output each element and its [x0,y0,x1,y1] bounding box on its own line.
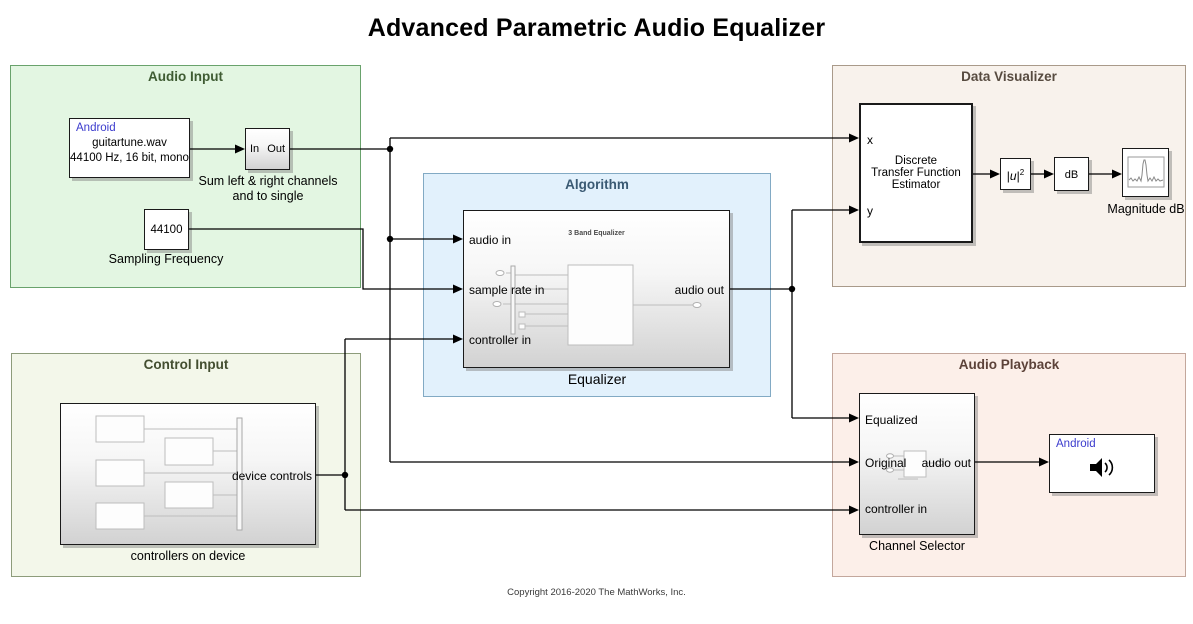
channel-selector-port-audio-out: audio out [921,456,971,470]
sampling-frequency-caption[interactable]: Sampling Frequency [108,252,224,266]
model-title: Advanced Parametric Audio Equalizer [367,14,826,42]
controllers-caption[interactable]: controllers on device [130,549,246,563]
controllers-block[interactable]: device controls [60,403,316,545]
equalizer-block[interactable]: 3 Band Equalizer audio in sample rate in… [463,210,730,368]
audio-file-name: guitartune.wav [92,137,167,149]
copyright-text: Copyright 2016-2020 The MathWorks, Inc. [507,587,686,598]
sum-port-out: Out [267,143,285,155]
spectrum-scope-block[interactable] [1122,148,1169,197]
channel-selector-port-controller-in: controller in [865,502,928,516]
android-tag-label: Android [1056,438,1096,450]
region-audio-input-title[interactable]: Audio Input [148,69,223,84]
equalizer-caption[interactable]: Equalizer [567,371,627,387]
sum-channels-block[interactable]: In Out [245,128,290,170]
region-data-visualizer-title[interactable]: Data Visualizer [961,69,1057,84]
equalizer-port-audio-out: audio out [674,283,724,297]
region-algorithm-title[interactable]: Algorithm [565,177,629,192]
equalizer-port-controller-in: controller in [469,333,532,347]
db-label: dB [1064,169,1079,181]
region-audio-playback-title[interactable]: Audio Playback [958,357,1060,372]
magnitude-squared-block[interactable]: |u|2 [1000,158,1031,190]
region-control-input-title[interactable]: Control Input [143,357,229,372]
sum-channels-caption[interactable]: Sum left & right channels and to single [198,174,338,203]
equalizer-port-sample-rate-in: sample rate in [469,283,545,297]
audio-playback-device-block[interactable]: Android [1049,434,1155,493]
spectrum-icon [1127,156,1165,188]
controllers-port-device-controls: device controls [231,469,312,483]
dtf-estimator-block[interactable]: x y Discrete Transfer Function Estimator [859,103,973,243]
speaker-icon [1090,458,1114,477]
audio-file-format: 44100 Hz, 16 bit, mono [70,151,189,164]
channel-selector-preview-sketch [886,450,944,480]
spectrum-scope-caption[interactable]: Magnitude dB [1107,202,1185,216]
dtfe-port-y: y [867,204,873,218]
channel-selector-port-original: Original [865,456,907,470]
equalizer-inner-title: 3 Band Equalizer [568,230,625,237]
channel-selector-caption[interactable]: Channel Selector [869,539,965,553]
audio-source-block[interactable]: Android guitartune.wav 44100 Hz, 16 bit,… [69,118,190,178]
equalizer-port-audio-in: audio in [469,233,512,247]
sum-port-in: In [250,143,260,155]
sampling-frequency-value: 44100 [150,224,183,236]
db-conversion-block[interactable]: dB [1054,157,1089,191]
dtfe-port-x: x [867,133,873,147]
channel-selector-port-equalized: Equalized [865,413,918,427]
controllers-preview-sketch [95,415,243,531]
android-tag-label: Android [76,122,116,134]
sampling-frequency-block[interactable]: 44100 [144,209,189,250]
equalizer-preview-sketch [492,264,702,346]
channel-selector-block[interactable]: Equalized Original controller in audio o… [859,393,975,535]
